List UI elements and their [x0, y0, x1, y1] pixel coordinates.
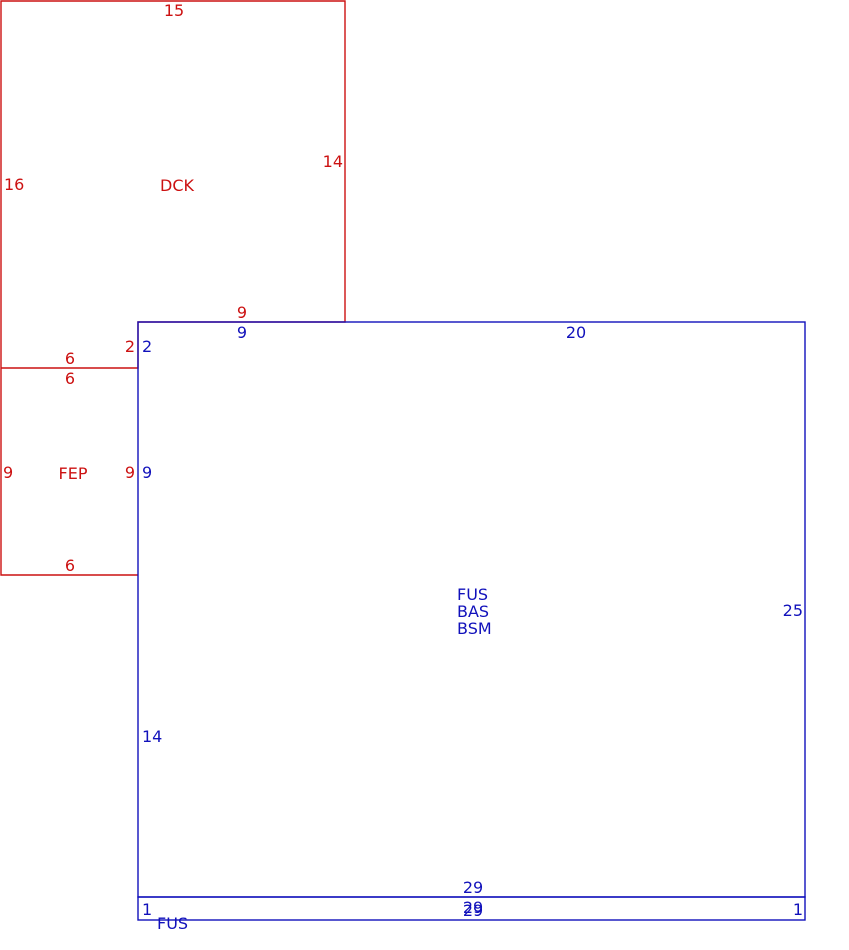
dck-area: DCK 15 16 14 9 6 2 — [0, 0, 346, 369]
dck-dim-bottom-left: 6 — [65, 349, 75, 368]
fep-label: FEP — [59, 464, 88, 483]
strip-label: FUS — [157, 914, 188, 933]
main-dim-right: 25 — [783, 601, 803, 620]
main-label-bsm: BSM — [457, 619, 492, 638]
fep-dim-right: 9 — [125, 463, 135, 482]
dck-dim-top: 15 — [164, 1, 184, 20]
main-area: FUS BAS BSM 9 20 2 9 14 25 29 — [137, 321, 806, 898]
dck-dim-left: 16 — [4, 175, 24, 194]
dck-dim-step: 2 — [125, 337, 135, 356]
strip-dim-bottom-b: 29 — [463, 901, 483, 920]
main-dim-top-right: 20 — [566, 323, 586, 342]
strip-dim-right: 1 — [793, 900, 803, 919]
dck-label: DCK — [160, 176, 194, 195]
fep-dim-top: 6 — [65, 369, 75, 388]
strip-area: FUS 1 1 29 29 — [137, 896, 806, 933]
dck-dim-right: 14 — [323, 152, 343, 171]
fep-outline — [0, 368, 138, 576]
strip-dim-left: 1 — [142, 900, 152, 919]
fep-area: FEP 6 9 9 6 — [0, 368, 138, 576]
main-dim-top-left: 9 — [237, 323, 247, 342]
main-label-bas: BAS — [457, 602, 489, 621]
main-dim-bottom: 29 — [463, 878, 483, 897]
dck-dim-bottom-right: 9 — [237, 303, 247, 322]
main-label-fus: FUS — [457, 585, 488, 604]
strip-dim-bottom-a: 29 — [463, 898, 483, 917]
main-dim-left-mid: 9 — [142, 463, 152, 482]
fep-dim-left: 9 — [3, 463, 13, 482]
strip-outline — [137, 896, 806, 921]
fep-dim-bottom: 6 — [65, 556, 75, 575]
main-dim-left-top: 2 — [142, 337, 152, 356]
main-dim-left-low: 14 — [142, 727, 162, 746]
